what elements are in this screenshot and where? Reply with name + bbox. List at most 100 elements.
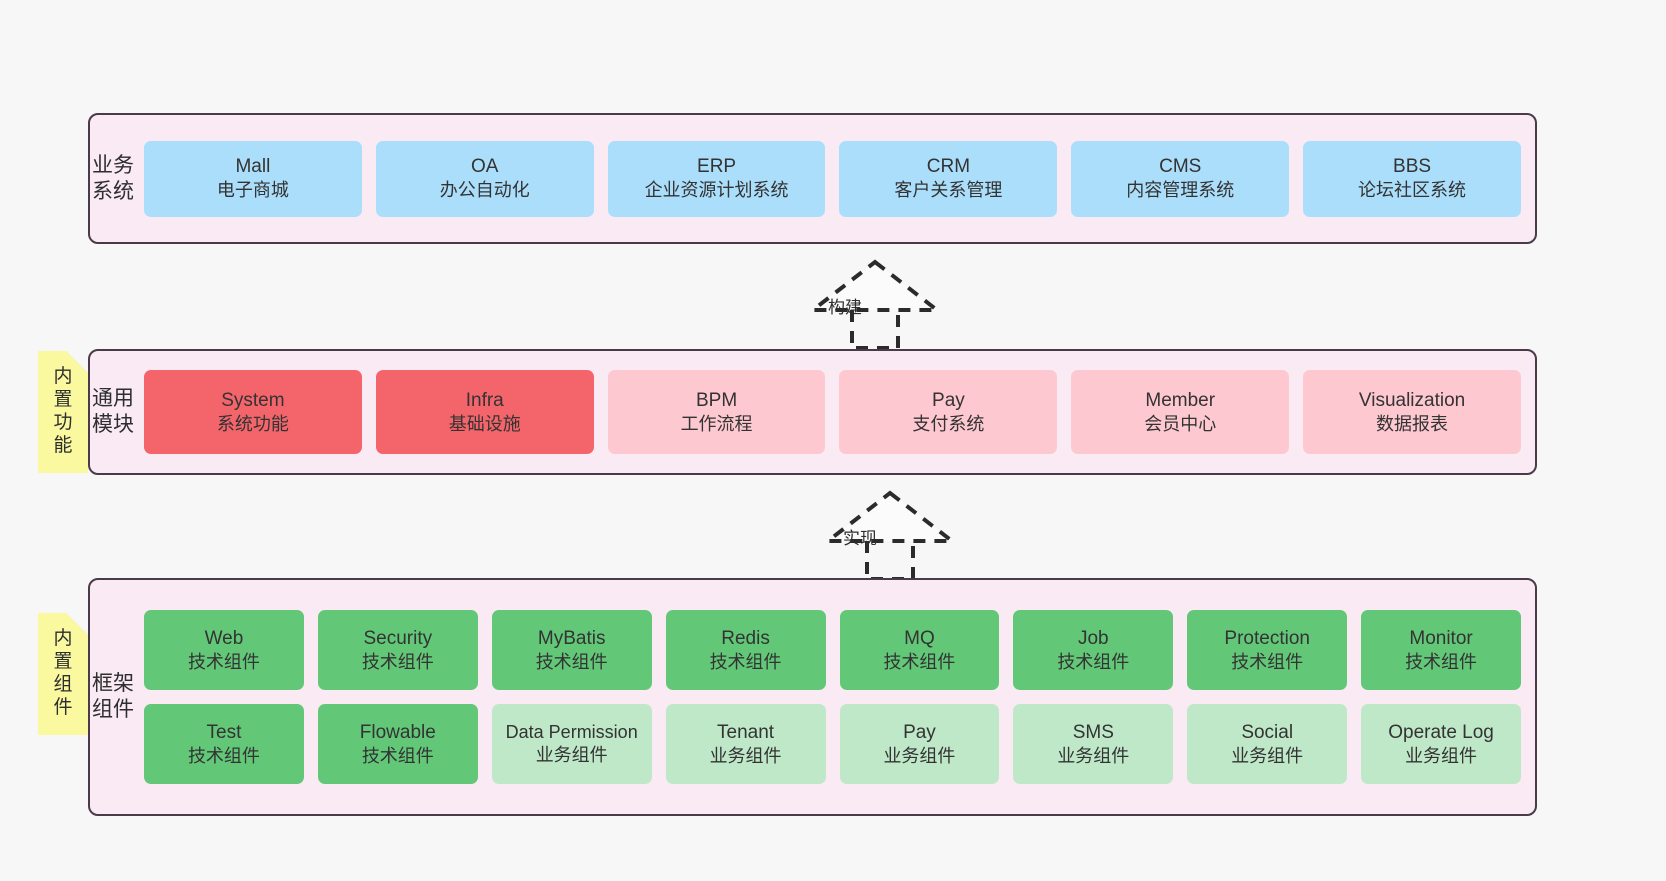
component-box-protection[interactable]: Protection 技术组件 — [1187, 610, 1348, 690]
component-name-en: Flowable — [359, 721, 436, 743]
module-box-crm[interactable]: CRM 客户关系管理 — [839, 140, 1058, 217]
component-type-cn: 技术组件 — [1405, 651, 1478, 672]
component-type-cn: 业务组件 — [709, 745, 782, 766]
component-box-mq[interactable]: MQ 技术组件 — [839, 610, 1000, 690]
component-type-cn: 技术组件 — [709, 651, 782, 672]
module-name-cn: 内容管理系统 — [1126, 180, 1235, 201]
component-name-en: Data Permission — [505, 722, 638, 743]
component-type-cn: 业务组件 — [1405, 745, 1478, 766]
component-name-en: Tenant — [717, 721, 775, 743]
layer-title-common-module: 通用模块 — [92, 387, 134, 436]
module-name-cn: 办公自动化 — [439, 180, 530, 201]
component-name-en: Job — [1077, 627, 1109, 649]
module-box-cms[interactable]: CMS 内容管理系统 — [1071, 140, 1290, 217]
component-type-cn: 业务组件 — [1057, 745, 1130, 766]
module-box-member[interactable]: Member 会员中心 — [1071, 370, 1290, 454]
component-name-en: SMS — [1072, 721, 1114, 743]
component-type-cn: 技术组件 — [187, 745, 260, 766]
module-box-mall[interactable]: Mall 电子商城 — [144, 140, 362, 217]
module-box-visualization[interactable]: Visualization 数据报表 — [1303, 370, 1521, 454]
module-name-en: System — [221, 389, 285, 411]
component-name-en: MQ — [904, 627, 935, 649]
module-box-system[interactable]: System 系统功能 — [144, 370, 362, 454]
component-box-test[interactable]: Test 技术组件 — [144, 704, 304, 784]
module-name-en: Pay — [932, 389, 965, 411]
module-name-en: Infra — [465, 389, 504, 411]
module-name-cn: 电子商城 — [216, 180, 289, 201]
component-box-job[interactable]: Job 技术组件 — [1013, 610, 1174, 690]
generalization-arrowhead — [807, 259, 943, 312]
component-name-en: Web — [204, 627, 244, 649]
module-name-en: Mall — [235, 156, 271, 178]
generalization-arrowhead — [822, 490, 958, 543]
module-name-en: OA — [471, 156, 499, 178]
note-builtin-function[interactable]: 内置功能 — [38, 351, 88, 473]
component-box-social[interactable]: Social 业务组件 — [1187, 704, 1348, 784]
component-type-cn: 业务组件 — [535, 745, 608, 765]
module-name-cn: 系统功能 — [216, 413, 289, 434]
layer-common-module[interactable]: 通用模块 System 系统功能 Infra 基础设施 BPM 工作流程 Pay… — [88, 349, 1537, 475]
connector-implement: 实现 — [815, 489, 965, 581]
component-box-security[interactable]: Security 技术组件 — [317, 610, 478, 690]
module-name-cn: 会员中心 — [1144, 413, 1217, 434]
component-name-en: Security — [363, 627, 433, 649]
component-type-cn: 技术组件 — [883, 651, 956, 672]
connector-build: 构建 — [800, 258, 950, 350]
note-label: 内置组件 — [53, 628, 73, 718]
module-name-cn: 工作流程 — [680, 413, 753, 434]
module-name-en: BPM — [695, 389, 738, 411]
component-name-en: MyBatis — [537, 627, 606, 649]
layer-framework-component[interactable]: 框架组件 Web 技术组件 Security 技术组件 MyBatis 技术组件… — [88, 578, 1537, 816]
module-name-cn: 数据报表 — [1376, 413, 1449, 434]
layer-title-business-system: 业务系统 — [92, 153, 134, 203]
component-type-cn: 技术组件 — [361, 745, 434, 766]
layer-body-framework-component: Web 技术组件 Security 技术组件 MyBatis 技术组件 Redi… — [136, 596, 1535, 798]
component-box-operate-log[interactable]: Operate Log 业务组件 — [1361, 704, 1521, 784]
component-box-data-permission[interactable]: Data Permission 业务组件 — [491, 704, 652, 784]
component-name-en: Monitor — [1409, 627, 1473, 649]
component-box-flowable[interactable]: Flowable 技术组件 — [317, 704, 478, 784]
component-name-en: Social — [1241, 721, 1294, 743]
component-name-en: Protection — [1224, 627, 1310, 649]
connector-implement-label: 实现 — [843, 529, 877, 548]
layer-title-framework-component: 框架组件 — [92, 672, 134, 721]
module-name-cn: 客户关系管理 — [894, 180, 1003, 201]
module-name-en: CMS — [1159, 156, 1202, 178]
module-name-en: Visualization — [1358, 389, 1466, 411]
module-box-pay[interactable]: Pay 支付系统 — [839, 370, 1058, 454]
component-box-monitor[interactable]: Monitor 技术组件 — [1361, 610, 1521, 690]
component-box-web[interactable]: Web 技术组件 — [144, 610, 304, 690]
module-name-cn: 支付系统 — [912, 413, 985, 434]
framework-row-technical: Web 技术组件 Security 技术组件 MyBatis 技术组件 Redi… — [144, 610, 1521, 690]
component-box-pay[interactable]: Pay 业务组件 — [839, 704, 1000, 784]
module-box-oa[interactable]: OA 办公自动化 — [375, 140, 594, 217]
module-box-bpm[interactable]: BPM 工作流程 — [607, 370, 826, 454]
module-name-cn: 基础设施 — [448, 413, 521, 434]
component-name-en: Test — [206, 721, 242, 743]
note-builtin-component[interactable]: 内置组件 — [38, 613, 88, 735]
component-box-redis[interactable]: Redis 技术组件 — [665, 610, 826, 690]
note-label: 内置功能 — [53, 366, 73, 456]
framework-row-business: Test 技术组件 Flowable 技术组件 Data Permission … — [144, 704, 1521, 784]
component-type-cn: 技术组件 — [1231, 651, 1304, 672]
module-box-infra[interactable]: Infra 基础设施 — [375, 370, 594, 454]
layer-business-system[interactable]: 业务系统 Mall 电子商城 OA 办公自动化 ERP 企业资源计划系统 CRM… — [88, 113, 1537, 244]
module-name-cn: 企业资源计划系统 — [644, 180, 789, 201]
module-box-erp[interactable]: ERP 企业资源计划系统 — [607, 140, 826, 217]
component-box-sms[interactable]: SMS 业务组件 — [1013, 704, 1174, 784]
component-name-en: Pay — [903, 721, 936, 743]
component-type-cn: 技术组件 — [1057, 651, 1130, 672]
layer-body-business-system: Mall 电子商城 OA 办公自动化 ERP 企业资源计划系统 CRM 客户关系… — [136, 140, 1535, 217]
module-name-en: CRM — [926, 156, 971, 178]
module-name-en: BBS — [1393, 156, 1432, 178]
module-box-bbs[interactable]: BBS 论坛社区系统 — [1303, 140, 1521, 217]
component-box-tenant[interactable]: Tenant 业务组件 — [665, 704, 826, 784]
component-box-mybatis[interactable]: MyBatis 技术组件 — [491, 610, 652, 690]
component-name-en: Redis — [721, 627, 770, 649]
module-name-en: Member — [1145, 389, 1216, 411]
module-name-en: ERP — [697, 156, 737, 178]
layer-body-common-module: System 系统功能 Infra 基础设施 BPM 工作流程 Pay 支付系统… — [136, 370, 1535, 454]
component-type-cn: 技术组件 — [187, 651, 260, 672]
component-type-cn: 技术组件 — [361, 651, 434, 672]
